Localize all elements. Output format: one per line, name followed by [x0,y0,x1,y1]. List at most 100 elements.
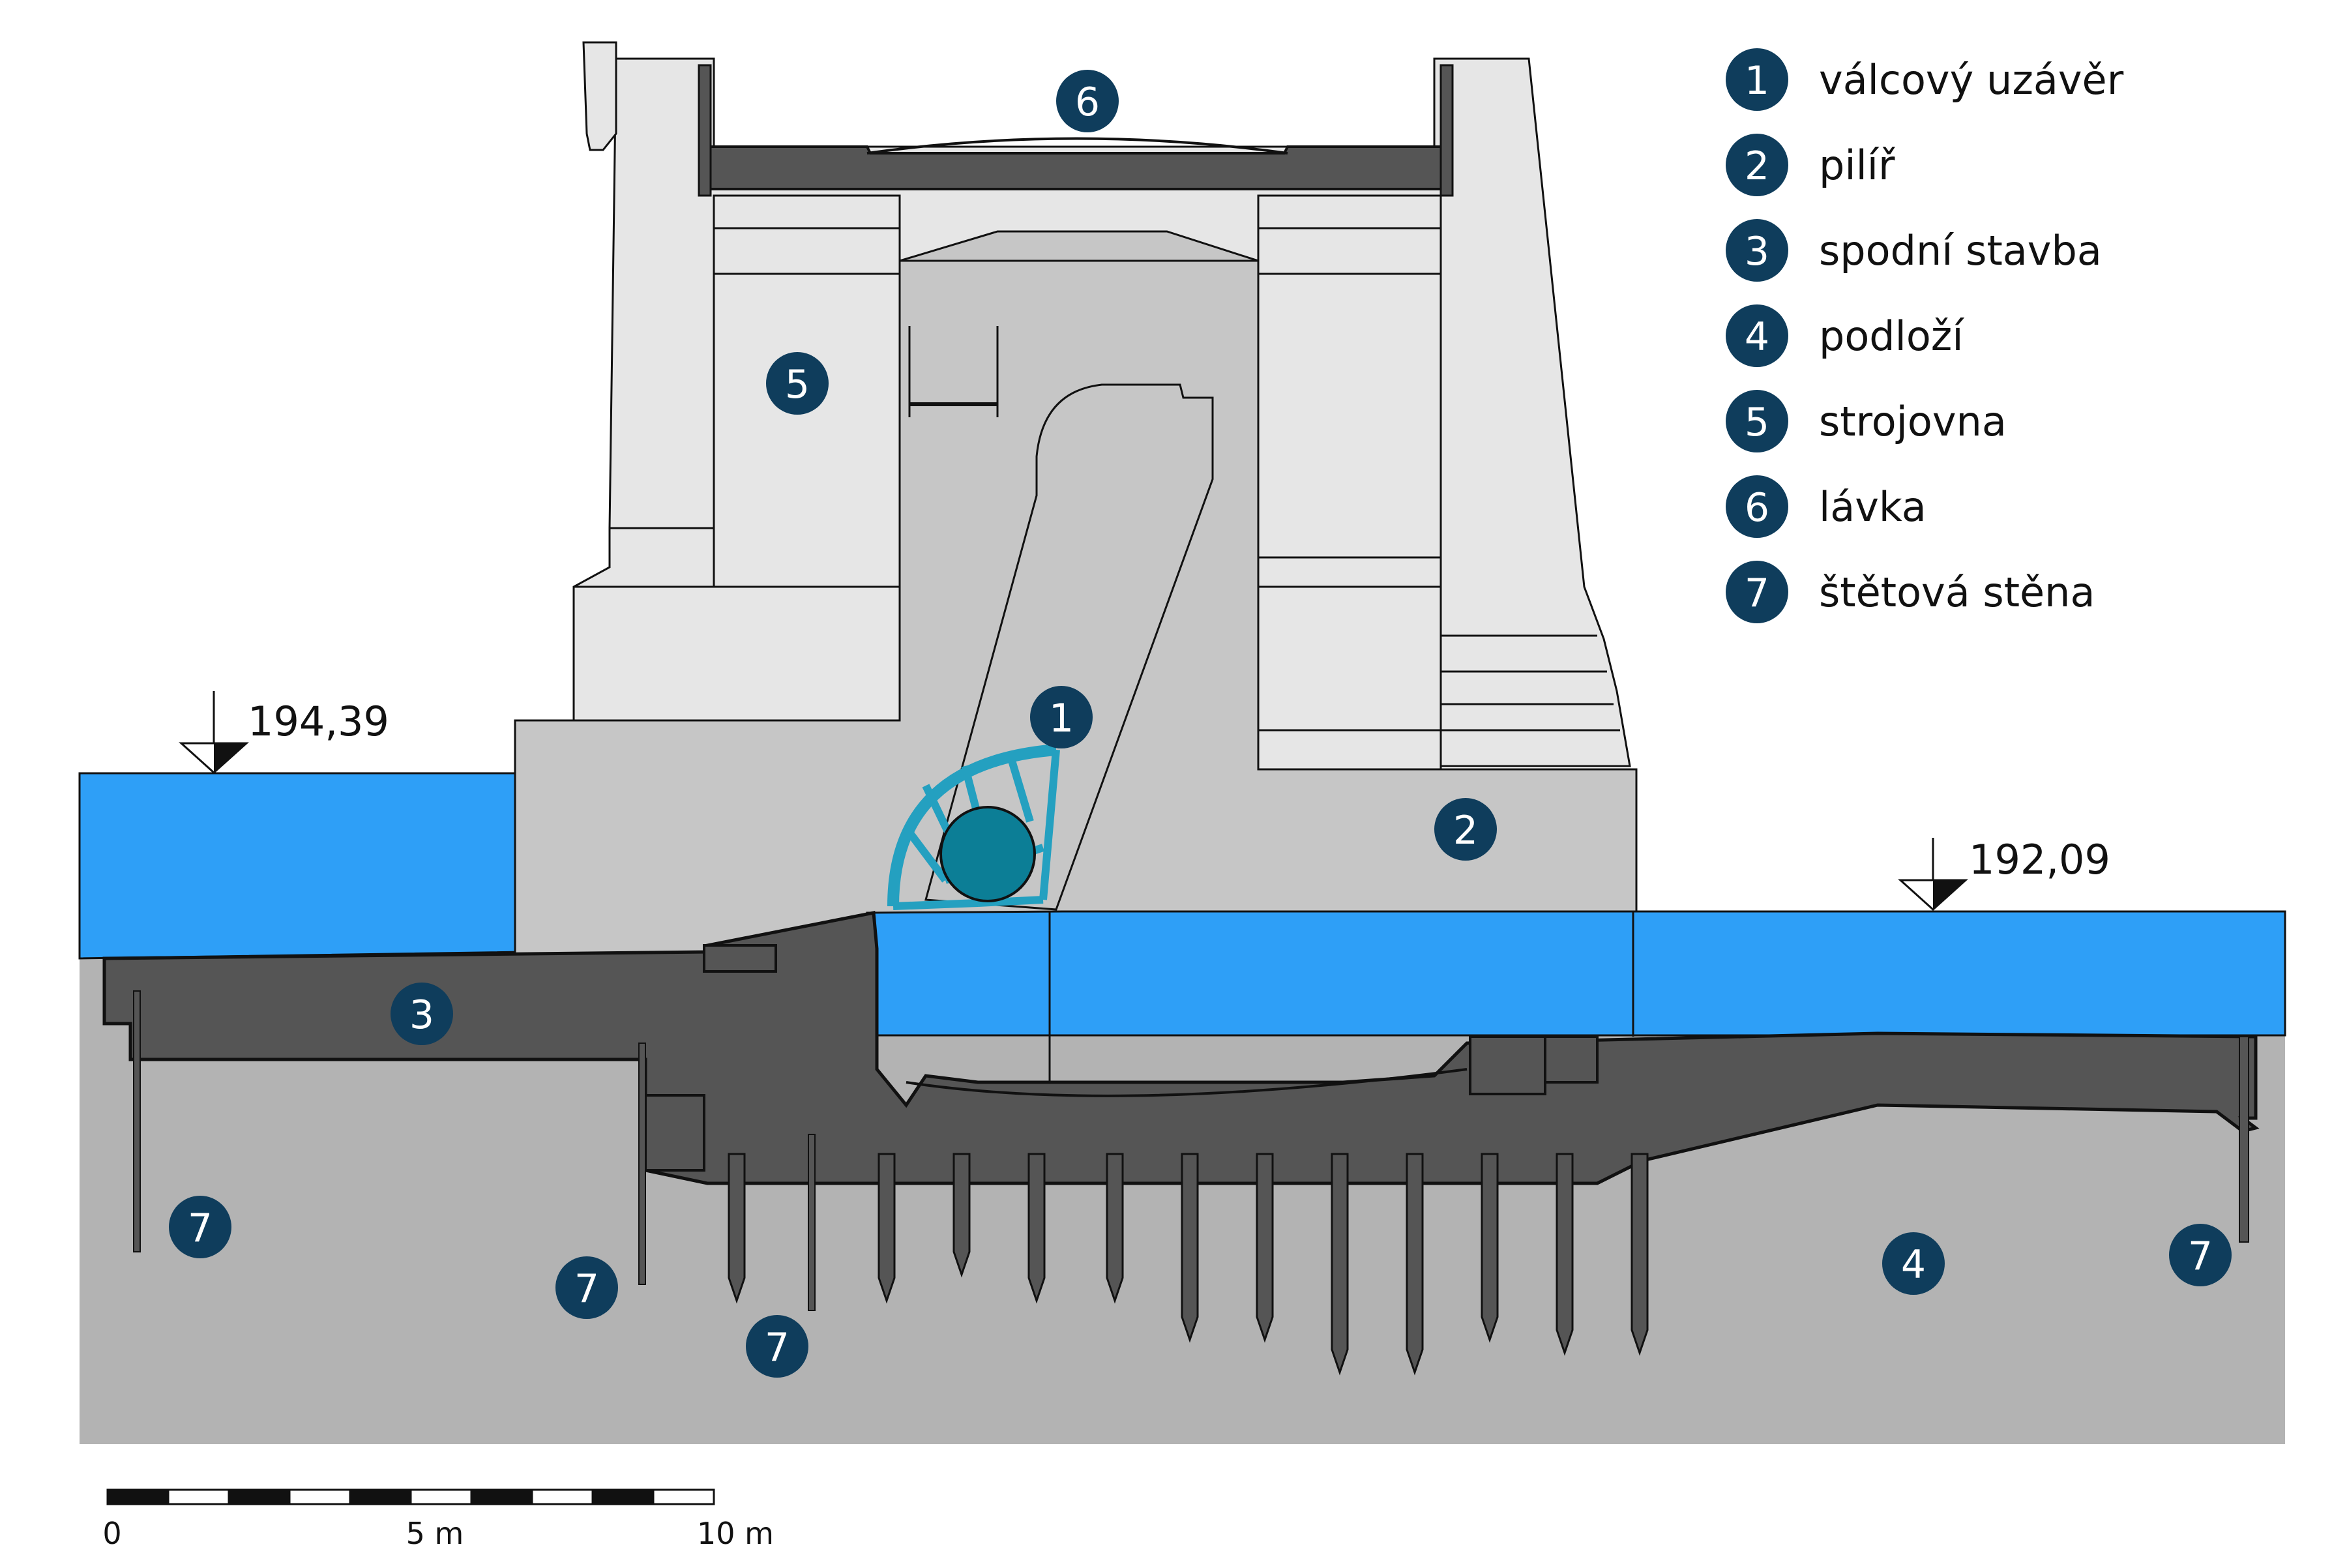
badge-number: 1 [1049,696,1074,741]
scale-label-mid: 5 m [406,1516,464,1551]
badge-4: 4 [1882,1232,1945,1295]
badge-number: 2 [1453,808,1478,853]
gate-recess [924,383,1214,911]
scale-segment [470,1488,533,1505]
scale-segment [349,1488,412,1505]
legend-number: 2 [1745,143,1769,189]
badge-7: 7 [746,1315,808,1378]
scale-segment [591,1488,655,1505]
badge-circle [555,1256,618,1319]
badge-1: 1 [1030,686,1093,748]
legend-number: 1 [1745,58,1769,104]
machine-house-cornice [582,41,617,151]
legend-label: strojovna [1819,398,2007,445]
sheet-pile [133,990,141,1252]
legend-badge [1726,304,1788,367]
badge-circle [766,352,829,415]
badge-number: 6 [1075,80,1100,125]
sill-block [1544,1035,1599,1084]
legend-badge [1726,561,1788,623]
badge-7: 7 [555,1256,618,1319]
bearing-pile [1631,1153,1649,1356]
gate-drum [939,806,1036,902]
bearing-pile [1556,1153,1574,1356]
scale-segments [106,1488,715,1505]
badge-number: 7 [2188,1234,2213,1279]
downstream-water [866,910,2286,1037]
footbridge-deck [703,145,1449,190]
badge-5: 5 [766,352,829,415]
scale-segment [652,1488,715,1505]
bearing-pile [1106,1153,1124,1304]
scale-segment [106,1488,170,1505]
bearing-pile [1406,1153,1424,1376]
legend-badge [1726,134,1788,196]
badge-7: 7 [169,1196,231,1258]
downstream-level-marker: 192,09 [1898,836,2110,911]
bearing-pile [1331,1153,1349,1376]
badge-number: 7 [765,1325,790,1370]
sill-block [1469,1035,1546,1095]
scale-segment [167,1488,230,1505]
legend-number: 7 [1745,570,1769,616]
legend-number: 4 [1745,314,1769,360]
railing-post [1439,64,1454,197]
bearing-pile [1481,1153,1499,1343]
legend-label: pilíř [1819,141,1895,189]
scale-segment [409,1488,473,1505]
gate-frame [893,749,1060,910]
sill-block [644,1094,705,1172]
badge-circle [746,1315,808,1378]
legend-label: lávka [1819,483,1926,531]
upstream-level-marker: 194,39 [179,691,389,775]
sheet-pile [638,1043,646,1285]
legend-item: 4 podloží [1726,304,1964,367]
bearing-pile [1256,1153,1274,1343]
bearing-pile [728,1153,746,1304]
scale-segment [228,1488,291,1505]
legend-number: 6 [1745,485,1769,531]
legend-item: 6 lávka [1726,475,1926,538]
legend-label: spodní stavba [1819,227,2102,274]
bearing-pile [952,1153,971,1278]
lower-structure [102,911,2260,1185]
badge-circle [1030,686,1093,748]
badge-number: 4 [1901,1242,1926,1288]
legend-badge [1726,48,1788,111]
badge-circle [391,983,453,1045]
scale-segment [288,1488,351,1505]
badge-7: 7 [2169,1224,2232,1286]
legend-label: podloží [1819,312,1964,360]
scale-label-end: 10 m [697,1516,774,1551]
badge-circle [1434,798,1497,861]
roller-gate [887,744,1060,910]
scale-segment [531,1488,594,1505]
badge-number: 5 [785,362,810,407]
legend-number: 5 [1745,400,1769,445]
scale-bar: 0 5 m 10 m [102,1488,774,1551]
scale-label-zero: 0 [102,1516,121,1551]
bearing-pile [1027,1153,1046,1304]
diagram-badges: 1 2 3 4 5 6 7 7 7 7 [169,70,2232,1378]
legend-badge [1726,390,1788,452]
upstream-level-label: 194,39 [248,698,389,745]
badge-number: 7 [188,1206,213,1251]
badge-3: 3 [391,983,453,1045]
bearing-pile [878,1153,896,1304]
legend-badge [1726,219,1788,282]
badge-number: 3 [409,992,434,1038]
badge-circle [2169,1224,2232,1286]
sill-curve [906,1068,1468,1097]
badge-circle [1882,1232,1945,1295]
footbridge-arch [866,137,1288,155]
sill-block [703,944,777,973]
downstream-level-label: 192,09 [1969,836,2110,883]
legend-item: 2 pilíř [1726,134,1895,196]
badge-circle [169,1196,231,1258]
railing-post [698,64,712,197]
